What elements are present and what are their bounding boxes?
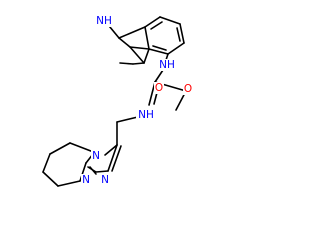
- bonds-group: [42, 16, 191, 187]
- bond: [111, 145, 122, 172]
- atom-labels-group: NH NH O O NH N: [81, 15, 193, 186]
- molecule-svg: NH NH O O NH N: [42, 15, 193, 187]
- bond: [150, 21, 163, 30]
- triazole-n-a-label: N: [92, 150, 100, 162]
- bond: [118, 26, 146, 39]
- label-background: [158, 59, 176, 71]
- triazole-n-b-label-group: N: [81, 174, 91, 186]
- bond: [118, 37, 131, 48]
- bond: [89, 166, 97, 175]
- bond: [144, 26, 150, 50]
- label-background: [91, 150, 101, 162]
- bond: [129, 46, 145, 64]
- bond: [152, 45, 167, 51]
- bond: [179, 23, 185, 44]
- ring-nh-label: NH: [96, 15, 112, 27]
- label-background: [136, 109, 156, 121]
- bond: [176, 27, 181, 42]
- label-background: [81, 174, 91, 186]
- amide-nh-1-label: NH: [159, 59, 175, 71]
- ring-nh-label-group: NH: [94, 15, 114, 27]
- bond: [144, 16, 161, 28]
- triazole-n-c-label-group: N: [100, 174, 110, 186]
- bond: [167, 42, 185, 55]
- label-background: [183, 83, 193, 95]
- oxygen-1-label: O: [155, 82, 163, 94]
- bond: [154, 69, 164, 83]
- amide-nh-2-label: NH: [138, 109, 154, 121]
- bond: [49, 142, 71, 155]
- bond: [129, 46, 150, 50]
- triazole-n-b-label: N: [82, 174, 90, 186]
- oxygen-2-label: O: [184, 83, 192, 95]
- bond: [148, 48, 169, 55]
- bond: [42, 171, 59, 187]
- label-background: [94, 15, 114, 27]
- label-background: [100, 174, 110, 186]
- bond: [57, 180, 81, 187]
- triazole-n-a-label-group: N: [91, 150, 101, 162]
- bond: [159, 16, 181, 25]
- amide-nh-1-label-group: NH: [158, 59, 176, 71]
- amide-nh-2-label-group: NH: [136, 109, 156, 121]
- bond: [132, 62, 145, 65]
- bond: [42, 153, 51, 173]
- oxygen-2-label-group: O: [183, 83, 193, 95]
- triazole-n-c-label: N: [101, 174, 109, 186]
- bond: [95, 170, 109, 173]
- bond: [119, 62, 134, 65]
- oxygen-1-label-group: O: [154, 82, 164, 94]
- bond: [107, 144, 118, 172]
- bond: [104, 144, 118, 156]
- label-background: [154, 82, 164, 94]
- bond: [143, 48, 150, 64]
- molecule-structure-diagram: NH NH O O NH N: [42, 15, 193, 187]
